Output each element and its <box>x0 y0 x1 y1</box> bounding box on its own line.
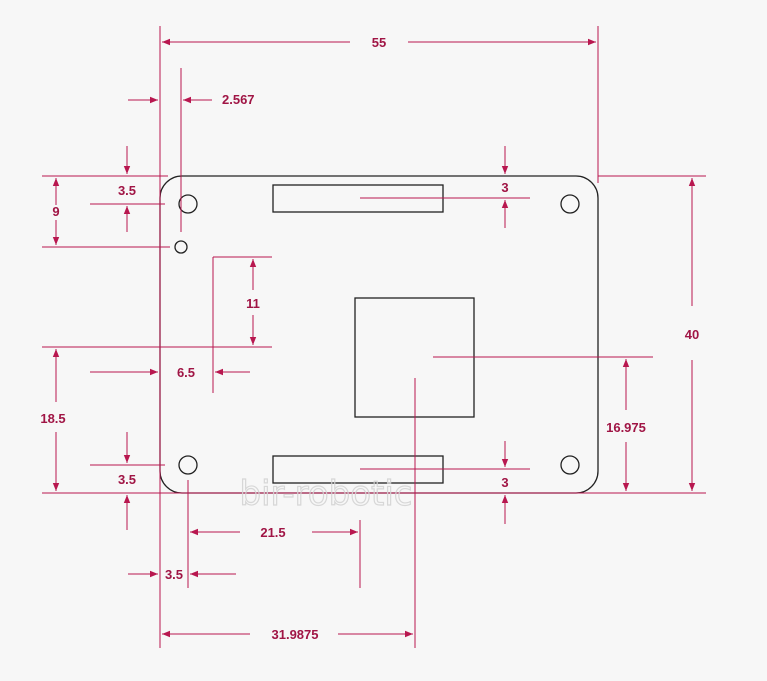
mounting-hole-bottom-right <box>560 455 580 475</box>
dim-chip-y: 16.975 <box>606 420 646 435</box>
mounting-hole-bottom-left <box>178 455 198 475</box>
dim-feature-x: 6.5 <box>177 365 195 380</box>
dim-led-x: 2.567 <box>222 92 255 107</box>
watermark: bir-robotic <box>240 474 413 514</box>
dim-connector-gap-top: 3 <box>501 180 508 195</box>
dim-feature-height: 11 <box>246 296 260 311</box>
extension-lines <box>42 26 706 648</box>
dim-connector-gap-bottom: 3 <box>501 475 508 490</box>
led-hole <box>174 240 188 254</box>
mounting-hole-top-left <box>178 194 198 214</box>
dim-overall-width: 55 <box>372 35 386 50</box>
dim-led-y: 9 <box>52 204 59 219</box>
dim-hole-top: 3.5 <box>118 183 136 198</box>
dim-hole-bottom: 3.5 <box>118 472 136 487</box>
board-outline <box>159 175 599 494</box>
dim-connector-x: 21.5 <box>260 525 285 540</box>
mounting-hole-top-right <box>560 194 580 214</box>
dim-feature-y: 18.5 <box>40 411 65 426</box>
dim-hole-x: 3.5 <box>165 567 183 582</box>
dim-chip-x: 31.9875 <box>272 627 319 642</box>
dim-overall-height: 40 <box>685 327 699 342</box>
